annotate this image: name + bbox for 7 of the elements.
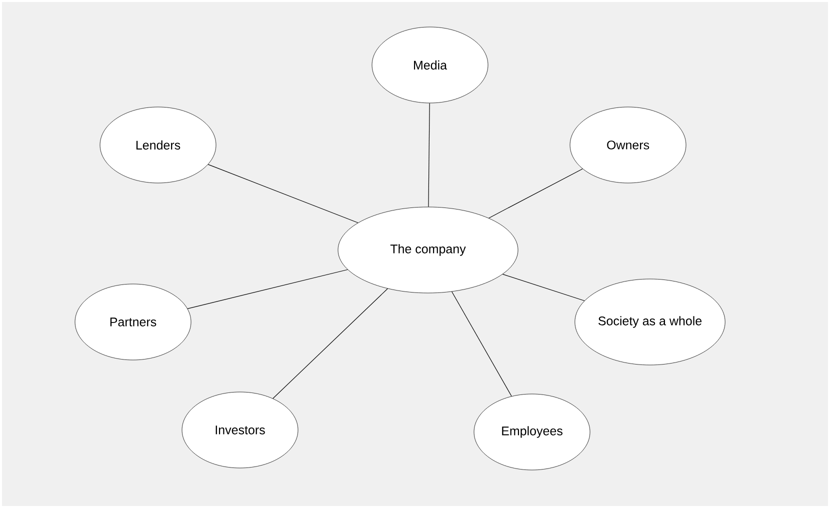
connector-line [488,168,583,218]
connector-line [428,102,430,208]
connector-line [208,164,358,224]
connector-line [502,274,585,302]
connector-line [272,288,388,399]
connector-line [187,269,348,309]
connector-line [452,291,512,397]
